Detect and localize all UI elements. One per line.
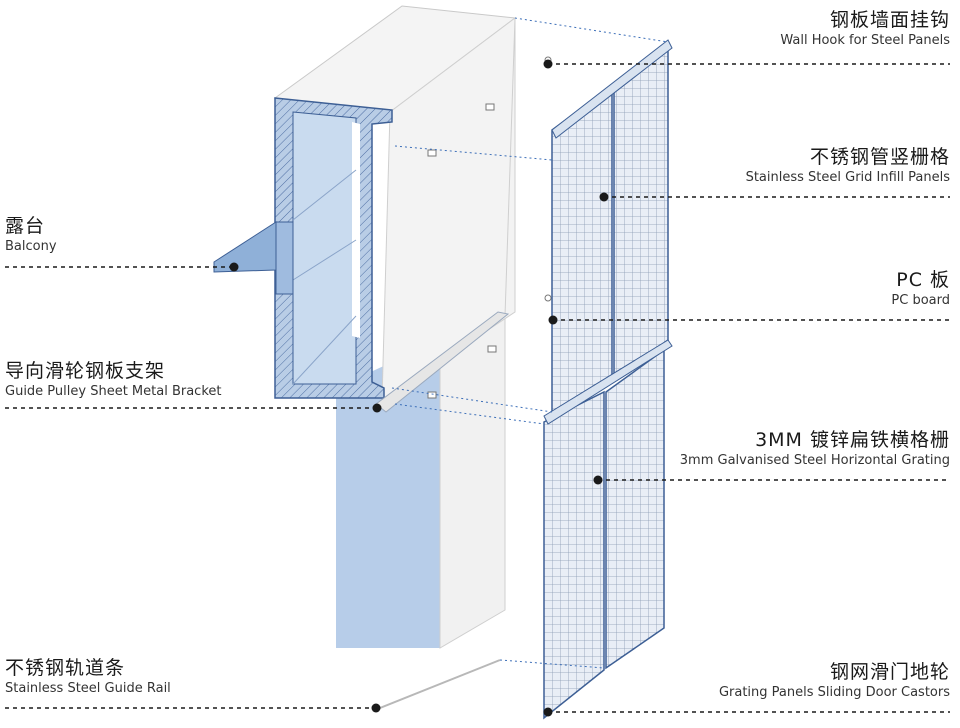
label-pc-board-en: PC board — [891, 293, 950, 308]
label-grating-en: 3mm Galvanised Steel Horizontal Grating — [679, 453, 950, 468]
label-bracket: 导向滑轮钢板支架 Guide Pulley Sheet Metal Bracke… — [5, 359, 221, 401]
label-balcony: 露台 Balcony — [5, 214, 57, 256]
upper-wall-face — [381, 16, 516, 401]
label-wall-hook-zh: 钢板墙面挂钩 — [829, 9, 950, 31]
label-grid-infill-en: Stainless Steel Grid Infill Panels — [745, 170, 950, 185]
label-castors-zh: 钢网滑门地轮 — [829, 661, 950, 683]
label-grid-infill: 不锈钢管竖栅格 Stainless Steel Grid Infill Pane… — [746, 145, 950, 187]
label-guide-rail-en: Stainless Steel Guide Rail — [5, 681, 171, 696]
bracket-plate — [375, 311, 510, 413]
label-guide-rail-zh: 不锈钢轨道条 — [5, 657, 126, 679]
steel-channel-section — [274, 97, 393, 399]
label-bracket-en: Guide Pulley Sheet Metal Bracket — [5, 384, 222, 399]
guide-rail-line — [379, 659, 501, 709]
lower-wall-face — [439, 315, 506, 649]
label-bracket-zh: 导向滑轮钢板支架 — [5, 360, 166, 382]
label-guide-rail: 不锈钢轨道条 Stainless Steel Guide Rail — [5, 656, 171, 698]
lower-grating-panels — [543, 339, 673, 720]
balcony-edge — [275, 221, 294, 295]
label-grating-zh: 3MM 镀锌扁铁横格栅 — [755, 429, 950, 451]
label-castors-en: Grating Panels Sliding Door Castors — [718, 685, 950, 700]
label-wall-hook: 钢板墙面挂钩 Wall Hook for Steel Panels — [780, 8, 950, 50]
label-balcony-en: Balcony — [5, 239, 57, 254]
lower-blue-wall-panel — [336, 340, 440, 648]
label-pc-board: PC 板 PC board — [891, 268, 950, 310]
label-grid-infill-zh: 不锈钢管竖栅格 — [809, 146, 950, 168]
label-balcony-zh: 露台 — [5, 215, 46, 237]
callout-dots — [229, 59, 609, 717]
upper-grid-panels — [551, 39, 673, 414]
label-pc-board-zh: PC 板 — [896, 269, 950, 291]
callout-leaders — [5, 63, 950, 713]
label-castors: 钢网滑门地轮 Grating Panels Sliding Door Casto… — [719, 660, 950, 702]
alignment-guides — [391, 17, 669, 669]
balcony-slab — [213, 221, 277, 273]
label-grating: 3MM 镀锌扁铁横格栅 3mm Galvanised Steel Horizon… — [680, 428, 950, 470]
label-wall-hook-en: Wall Hook for Steel Panels — [780, 33, 950, 48]
